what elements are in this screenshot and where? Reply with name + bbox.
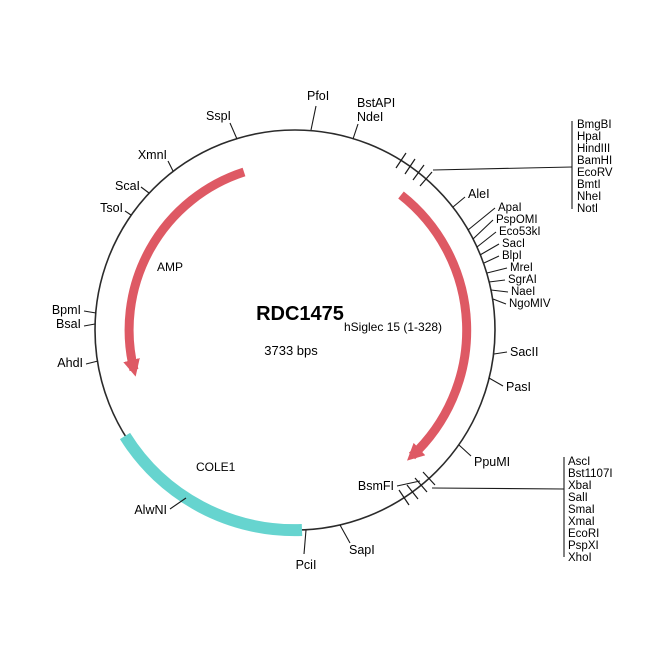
mcs-bottom-leader-line	[431, 487, 565, 490]
feature-arc-insert	[398, 191, 472, 461]
site-label-pspxi: PspXI	[568, 540, 599, 552]
site-label-sgrai: SgrAI	[508, 274, 537, 286]
site-label-bsmfi: BsmFI	[358, 479, 394, 493]
leader-eco53ki	[476, 231, 497, 248]
site-label-hpai: HpaI	[577, 131, 601, 143]
site-tick-pfoi	[310, 105, 317, 131]
site-label-noti: NotI	[577, 203, 598, 215]
site-label-bsai: BsaI	[56, 317, 81, 331]
mcs-hatch	[422, 471, 436, 486]
site-tick-ndei	[352, 123, 359, 140]
mcs-top-connector	[395, 121, 573, 209]
site-label-ndei: NdeI	[357, 110, 383, 124]
site-label-xmai: XmaI	[568, 516, 595, 528]
site-label-pspomi: PspOMI	[496, 214, 538, 226]
site-label-alwni: AlwNI	[134, 503, 167, 517]
site-label-naei: NaeI	[511, 286, 535, 298]
site-tick-ahdi	[85, 360, 99, 365]
site-label-bpmi: BpmI	[52, 303, 81, 317]
site-tick-alwni	[169, 497, 187, 510]
site-label-bmti: BmtI	[577, 179, 601, 191]
site-label-sspi: SspI	[206, 109, 231, 123]
site-label-xmni: XmnI	[138, 148, 167, 162]
site-label-bamhi: BamHI	[577, 155, 612, 167]
site-label-blpi: BlpI	[502, 250, 522, 262]
site-label-apai: ApaI	[498, 202, 522, 214]
site-label-bmgbi: BmgBI	[577, 119, 612, 131]
site-label-eco53ki: Eco53kI	[499, 226, 541, 238]
feature-arc-amp	[123, 167, 246, 377]
site-tick-sacii	[493, 351, 508, 355]
leader-apai	[467, 207, 496, 231]
feature-arc-cole1	[119, 432, 303, 537]
site-tick-sapi	[339, 524, 351, 544]
site-label-pfoi: PfoI	[307, 89, 329, 103]
mcs-hatch	[398, 489, 410, 506]
mcs-top-leader-line	[432, 166, 573, 171]
site-label-ngomiv: NgoMIV	[509, 298, 551, 310]
site-label-nhei: NheI	[577, 191, 601, 203]
plasmid-title: RDC1475	[256, 303, 344, 325]
site-tick-ppumi	[458, 444, 472, 457]
mcs-hatch	[406, 484, 419, 500]
mcs-bottom-connector	[398, 457, 565, 557]
site-label-asci: AscI	[568, 456, 590, 468]
mcs-hatch	[414, 477, 428, 493]
site-label-ecori: EcoRI	[568, 528, 599, 540]
leader-saci	[479, 243, 500, 256]
site-tick-alei	[452, 196, 466, 208]
site-label-xbai: XbaI	[568, 480, 592, 492]
mcs-hatch	[419, 171, 433, 187]
mcs-hatch	[395, 152, 407, 169]
site-label-sapi: SapI	[349, 543, 375, 557]
site-label-ecorv: EcoRV	[577, 167, 613, 179]
leader-blpi	[483, 255, 500, 264]
site-label-sali: SalI	[568, 492, 588, 504]
site-label-tsoi: TsoI	[100, 201, 123, 215]
site-label-mrei: MreI	[510, 262, 533, 274]
site-label-alei: AleI	[468, 187, 490, 201]
site-tick-xmni	[167, 160, 174, 172]
plasmid-size-label: 3733 bps	[264, 343, 318, 358]
site-label-scai: ScaI	[115, 179, 140, 193]
site-label-hindiii: HindIII	[577, 143, 610, 155]
site-tick-bsmfi	[396, 480, 421, 487]
site-label-ahdi: AhdI	[57, 356, 83, 370]
site-tick-pasi	[488, 377, 504, 387]
leader-ngomiv	[492, 298, 507, 305]
site-tick-scai	[140, 186, 150, 194]
feature-label-amp: AMP	[157, 260, 183, 274]
site-label-smai: SmaI	[568, 504, 595, 516]
feature-label-cole1: COLE1	[196, 460, 236, 474]
mcs-hatch	[404, 158, 416, 175]
site-label-sacii: SacII	[510, 345, 539, 359]
insert-label: hSiglec 15 (1-328)	[344, 320, 442, 334]
site-label-bstapi: BstAPI	[357, 96, 395, 110]
site-tick-bpmi	[83, 310, 97, 314]
leader-mrei	[486, 267, 508, 274]
site-tick-bsai	[83, 323, 96, 327]
site-label-bst1107i: Bst1107I	[568, 468, 613, 480]
site-ticks	[83, 105, 508, 555]
leader-naei	[490, 289, 509, 293]
site-label-xhoi: XhoI	[568, 552, 592, 564]
site-label-pasi: PasI	[506, 380, 531, 394]
leader-pspomi	[472, 219, 494, 240]
mcs-hatch	[412, 164, 425, 181]
cluster-leader-lines	[467, 207, 509, 305]
site-label-pcii: PciI	[296, 558, 317, 572]
site-tick-pcii	[303, 529, 307, 555]
site-tick-sspi	[229, 122, 238, 140]
leader-sgrai	[488, 279, 506, 283]
site-tick-tsoi	[124, 210, 132, 216]
site-label-saci: SacI	[502, 238, 525, 250]
site-label-ppumi: PpuMI	[474, 455, 510, 469]
